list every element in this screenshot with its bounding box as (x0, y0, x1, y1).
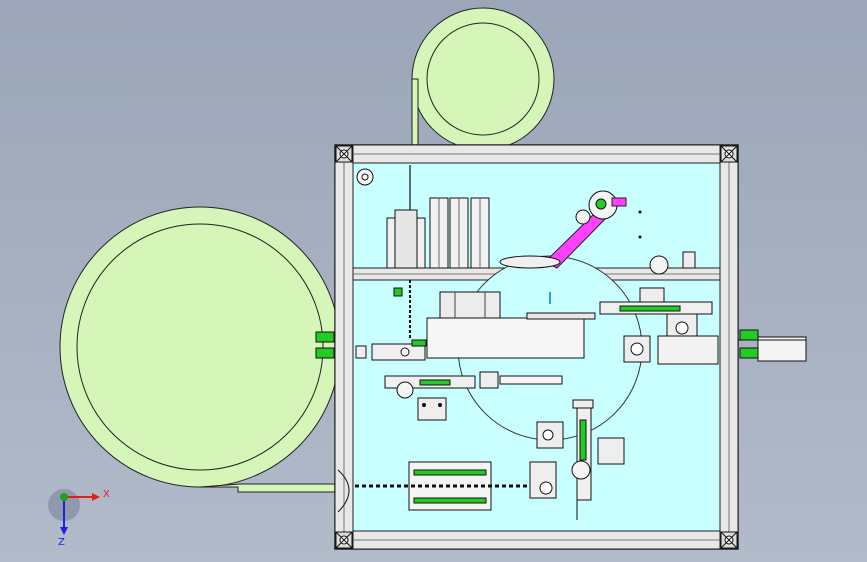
corner-brackets (335, 145, 738, 549)
axis-triad: X Z (48, 489, 110, 548)
axis-x-label: X (103, 489, 110, 500)
axis-z-label: Z (58, 537, 65, 548)
dispensing-head (426, 291, 596, 359)
upper-right-parts (499, 210, 696, 275)
side-connectors (315, 329, 807, 362)
label-magazine (386, 197, 490, 269)
large-material-roll (59, 206, 351, 493)
left-cylinder-assembly (355, 339, 563, 421)
small-material-roll (411, 7, 555, 151)
lower-vertical-slide (536, 399, 625, 520)
right-cylinder-assembly (599, 287, 719, 365)
lower-conveyor (337, 461, 557, 513)
chain-vertical (393, 280, 411, 340)
